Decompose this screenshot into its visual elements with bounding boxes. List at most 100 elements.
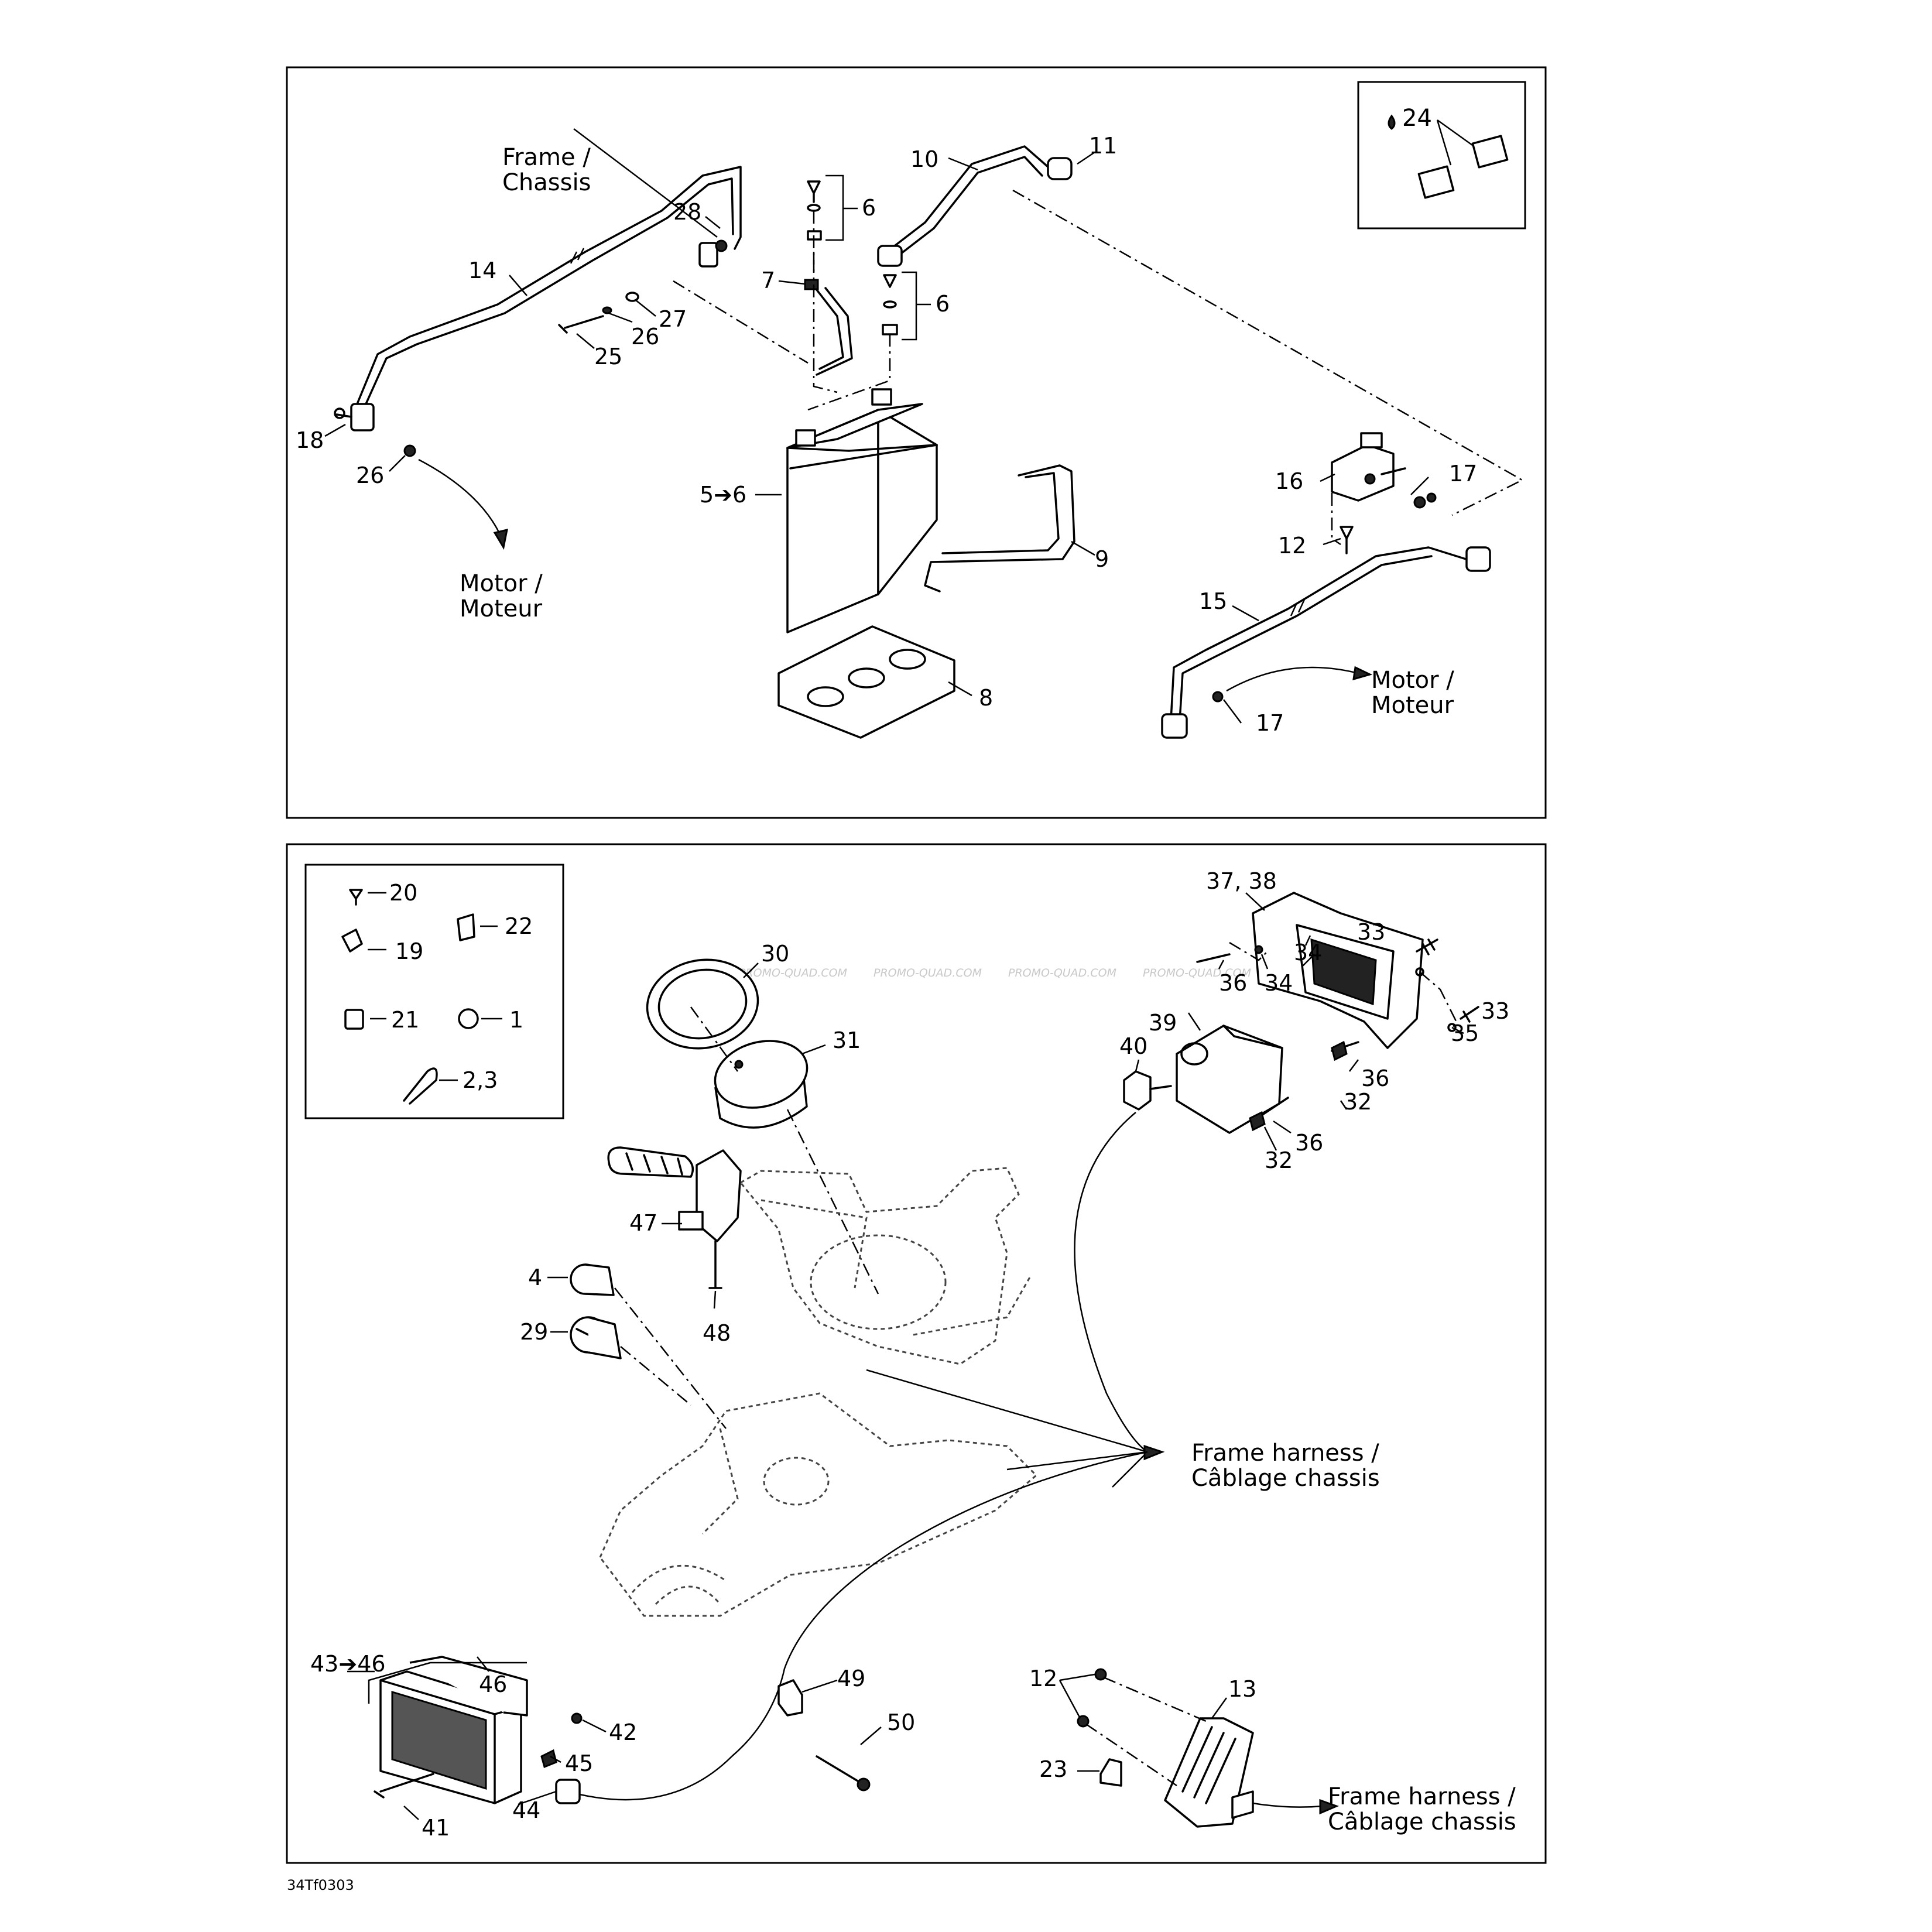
watermark-2: PROMO-QUAD.COM: [873, 967, 982, 979]
clip-45: [540, 1749, 557, 1769]
harness-line-taillight: [579, 1451, 1148, 1801]
cable-clamp-49: [777, 1679, 803, 1717]
callout-42: 42: [609, 1719, 637, 1745]
callout-33b: 33: [1481, 998, 1509, 1024]
callout-24: 24: [1402, 105, 1432, 132]
callout-26b: 26: [356, 463, 384, 488]
battery-tray: [777, 625, 955, 739]
top-panel-frame: [286, 66, 1547, 819]
callout-23: 23: [1039, 1756, 1067, 1782]
tail-light: [379, 1656, 528, 1804]
callout-49: 49: [837, 1666, 865, 1691]
screw-36c: [1260, 1097, 1289, 1116]
harness-line-bulb: [1074, 1112, 1148, 1453]
callout-22: 22: [505, 913, 533, 939]
callout-27: 27: [659, 306, 687, 332]
note-motor-left-1: Motor /: [460, 570, 543, 597]
assembly-bracket-43-46: [368, 1662, 527, 1704]
rotary-switch: [570, 1316, 622, 1359]
callout-28: 28: [673, 199, 701, 225]
battery: [786, 388, 938, 633]
callout-21: 21: [391, 1007, 419, 1033]
ground-cable: [356, 166, 742, 405]
watermark-3: PROMO-QUAD.COM: [1008, 967, 1116, 979]
battery-cable-negative: [816, 289, 844, 370]
note-motor-right-2: Moteur: [1371, 692, 1454, 719]
screw-12: [1340, 526, 1354, 554]
callout-16: 16: [1275, 468, 1303, 494]
bottom-panel-frame: [286, 843, 1547, 1864]
starter-cable: [1170, 546, 1477, 721]
callout-45: 45: [565, 1751, 593, 1776]
callout-46: 46: [479, 1671, 507, 1697]
nut-32a: [1331, 1040, 1348, 1061]
callout-11: 11: [1089, 133, 1117, 159]
callout-34a: 34: [1294, 940, 1322, 965]
cable-clamp-23: [1099, 1758, 1122, 1787]
note-frame-chassis-1: Frame /: [502, 144, 591, 171]
callout-1: 1: [509, 1007, 523, 1033]
motor-arrow-left: [418, 458, 502, 536]
callout-25: 25: [594, 344, 622, 369]
connector-44: [555, 1779, 581, 1804]
callout-2-3: 2,3: [463, 1067, 498, 1093]
screw-41: [379, 1773, 434, 1793]
front-console: [599, 1392, 1038, 1617]
callout-8: 8: [979, 685, 993, 711]
bolt-set-6-upper: [807, 174, 858, 241]
headlight-lens: [1176, 1025, 1283, 1134]
note-motor-left-2: Moteur: [460, 595, 543, 622]
grease-drop-icon: [1388, 114, 1396, 130]
callout-36a: 36: [1219, 970, 1247, 996]
callout-6b: 6: [936, 291, 950, 317]
callout-40: 40: [1119, 1033, 1147, 1059]
nut-32b: [1249, 1111, 1266, 1132]
callout-37-38: 37, 38: [1206, 868, 1277, 894]
handlebar-cover: [739, 1167, 1032, 1365]
callout-4: 4: [528, 1265, 542, 1290]
voltage-regulator: [1164, 1717, 1254, 1828]
headlight-housing: [1252, 892, 1424, 1049]
callout-48: 48: [703, 1320, 731, 1346]
callout-6a: 6: [862, 195, 876, 221]
indicator-light: [570, 1263, 615, 1296]
callout-20: 20: [389, 880, 417, 906]
note-motor-right-1: Motor /: [1371, 667, 1454, 694]
callout-30: 30: [761, 941, 789, 967]
callout-12: 12: [1278, 533, 1306, 559]
callout-35: 35: [1451, 1020, 1479, 1046]
callout-36c: 36: [1295, 1130, 1323, 1156]
callout-18: 18: [296, 427, 324, 453]
callout-5-6: 5➔6: [700, 482, 746, 508]
callout-9: 9: [1095, 546, 1109, 572]
screw-12b: [1077, 1715, 1090, 1728]
note-frame-harness-2b: Câblage chassis: [1328, 1808, 1516, 1835]
battery-strap: [924, 464, 1075, 592]
callout-10: 10: [910, 146, 938, 172]
callout-13: 13: [1228, 1676, 1256, 1702]
spring-33a: [1416, 938, 1438, 955]
callout-43-46: 43➔46: [310, 1651, 386, 1677]
nut-42: [571, 1712, 583, 1724]
motor-arrow-right: [1226, 666, 1359, 692]
callout-17b: 17: [1256, 710, 1284, 736]
callout-34b: 34: [1265, 970, 1293, 996]
cable-break: [570, 248, 585, 264]
speedometer: [714, 1040, 809, 1129]
callout-50: 50: [887, 1710, 915, 1735]
handlebar-switch: [607, 1146, 742, 1289]
callout-41: 41: [422, 1815, 450, 1841]
harness-line-cover: [866, 1369, 1148, 1453]
callout-44: 44: [512, 1797, 540, 1823]
screw-50: [816, 1755, 862, 1784]
callout-17a: 17: [1449, 461, 1477, 487]
note-frame-harness-1a: Frame harness /: [1191, 1440, 1379, 1467]
callout-31: 31: [833, 1027, 861, 1053]
note-frame-chassis-2: Chassis: [502, 169, 591, 196]
note-frame-harness-1b: Câblage chassis: [1191, 1465, 1380, 1492]
screw-12a: [1094, 1668, 1107, 1681]
callout-14: 14: [468, 258, 496, 283]
fastener-inset: 20 22 19 21 1 2,3: [304, 864, 564, 1119]
callout-19: 19: [395, 938, 423, 964]
